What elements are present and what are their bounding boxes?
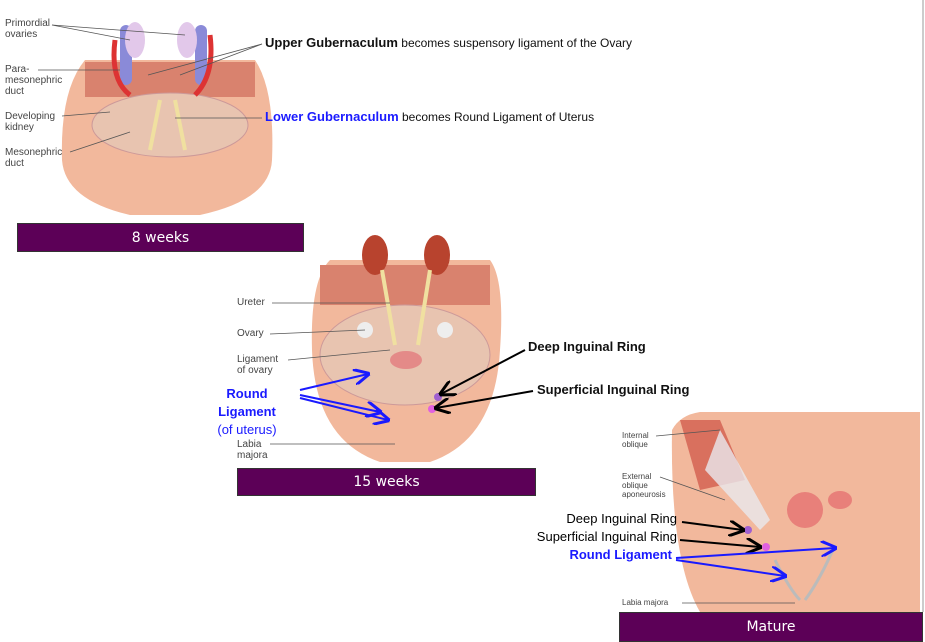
caption-8-weeks: 8 weeks (17, 223, 304, 252)
label-ovary: Ovary (237, 328, 264, 339)
mature-pelvis-illustration (671, 412, 920, 612)
lower-gubernaculum-note: Lower Gubernaculum becomes Round Ligamen… (265, 109, 595, 124)
label-mature-round-ligament: Round Ligament (569, 547, 672, 562)
label-mature-labia-majora: Labia majora (622, 598, 669, 607)
caption-15-weeks: 15 weeks (237, 468, 536, 496)
embryo-8-weeks-illustration (61, 22, 273, 215)
label-ureter: Ureter (237, 297, 265, 308)
label-mature-superficial-inguinal-ring: Superficial Inguinal Ring (536, 529, 677, 544)
label-superficial-inguinal-ring: Superficial Inguinal Ring (537, 382, 690, 397)
label-mature-deep-inguinal-ring: Deep Inguinal Ring (566, 511, 677, 526)
caption-mature: Mature (619, 612, 923, 642)
label-deep-inguinal-ring: Deep Inguinal Ring (528, 339, 646, 354)
upper-gubernaculum-note: Upper Gubernaculum becomes suspensory li… (265, 35, 633, 50)
annotation-arrows (299, 349, 835, 576)
fetus-15-weeks-illustration (311, 235, 502, 462)
